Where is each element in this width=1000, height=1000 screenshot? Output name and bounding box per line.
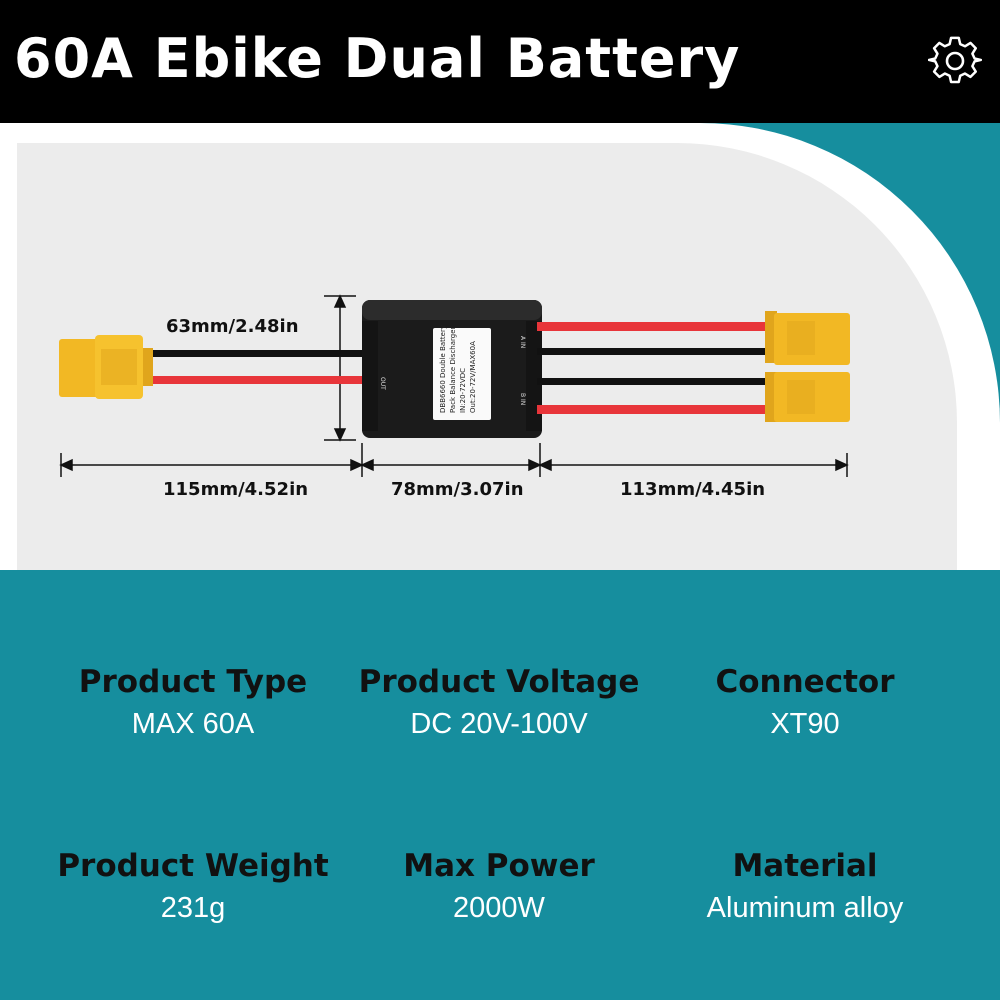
port-a-label: A IN	[519, 336, 526, 348]
dim-body-label: 78mm/3.07in	[391, 479, 524, 500]
dim-right-cable-label: 113mm/4.45in	[620, 479, 766, 500]
dimension-lines	[59, 294, 849, 477]
left-black-cable	[127, 350, 367, 357]
right-black-cable-a	[537, 348, 769, 355]
right-xt90-connector-b	[765, 372, 850, 422]
device-label-line4: Out:20-72V/MAX60A	[469, 341, 477, 413]
spec-value: Aluminum alloy	[706, 892, 904, 924]
spec-value: 231g	[160, 892, 226, 924]
left-red-cable	[127, 376, 367, 384]
product-illustration: DBB6660 Double Battery Pack Balance Disc…	[59, 294, 850, 477]
right-red-cable-b	[537, 405, 769, 414]
port-out-label: OUT	[379, 377, 386, 390]
spec-product-type: Product Type MAX 60A	[33, 664, 353, 741]
spec-value: 2000W	[453, 892, 545, 924]
spec-max-power: Max Power 2000W	[339, 848, 659, 925]
left-xt90-connector	[59, 335, 153, 399]
gear-icon[interactable]	[928, 34, 982, 88]
spec-label: Material	[732, 848, 878, 884]
spec-material: Material Aluminum alloy	[645, 848, 965, 925]
header-bar: 60A Ebike Dual Battery	[0, 0, 1000, 123]
spec-value: MAX 60A	[131, 708, 255, 740]
spec-product-voltage: Product Voltage DC 20V-100V	[339, 664, 659, 741]
right-red-cable-a	[537, 322, 769, 331]
dim-left-cable-label: 115mm/4.52in	[163, 479, 309, 500]
spec-label: Product Voltage	[358, 664, 640, 700]
spec-value: DC 20V-100V	[410, 708, 588, 740]
port-b-label: B IN	[519, 393, 526, 405]
dim-height-label: 63mm/2.48in	[166, 316, 299, 337]
right-black-cable-b	[537, 378, 769, 385]
device-label-line2: Pack Balance Discharger	[449, 326, 457, 413]
spec-connector: Connector XT90	[645, 664, 965, 741]
page-title: 60A Ebike Dual Battery	[14, 27, 741, 90]
spec-value: XT90	[770, 708, 840, 740]
spec-label: Connector	[715, 664, 895, 700]
spec-label: Product Type	[78, 664, 308, 700]
device-label-line3: IN:20-72VDC	[459, 368, 467, 413]
discharger-body: DBB6660 Double Battery Pack Balance Disc…	[362, 300, 542, 438]
device-label-line1: DBB6660 Double Battery	[439, 325, 447, 413]
spec-label: Product Weight	[57, 848, 329, 884]
spec-product-weight: Product Weight 231g	[33, 848, 353, 925]
right-xt90-connector-a	[765, 311, 850, 365]
spec-label: Max Power	[403, 848, 595, 884]
